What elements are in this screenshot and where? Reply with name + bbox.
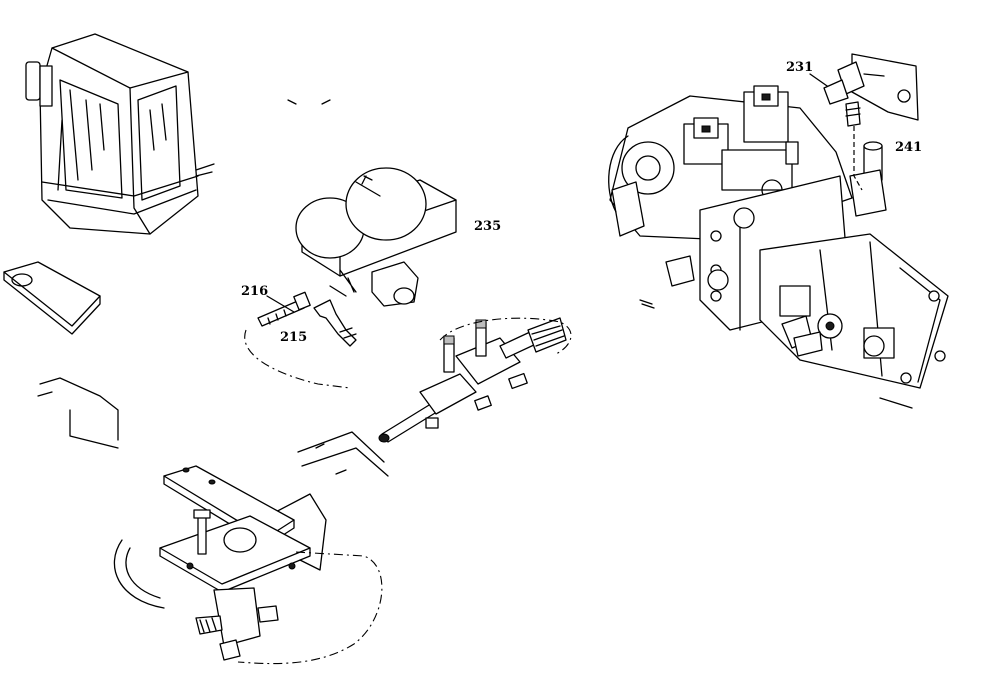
accumulator-valve-block [295,167,457,307]
bolt-part-216 [257,291,311,327]
pump-outline-arc [608,135,629,213]
fitting-part-231 [823,53,919,127]
valve-manifold-assembly [378,317,567,443]
hydraulic-pump-assembly [609,85,949,389]
routing-line-center [439,317,572,355]
callout-216: 216 [241,284,269,299]
routing-line-bottom [237,551,383,665]
callout-231: 231 [786,60,814,75]
routing-line-lower-left [244,329,351,389]
operator-cab [25,33,215,235]
brake-pedal-valve [159,465,311,661]
elbow-fitting-part-215 [313,299,357,347]
callout-241: 241 [895,140,923,155]
leader-lines [266,73,831,313]
callout-215: 215 [280,330,308,345]
floor-frame-fragments [37,99,913,571]
callout-235: 235 [474,219,502,234]
fitting-path-line [853,126,863,191]
floor-arc [113,539,165,609]
mounting-plate [3,261,101,335]
